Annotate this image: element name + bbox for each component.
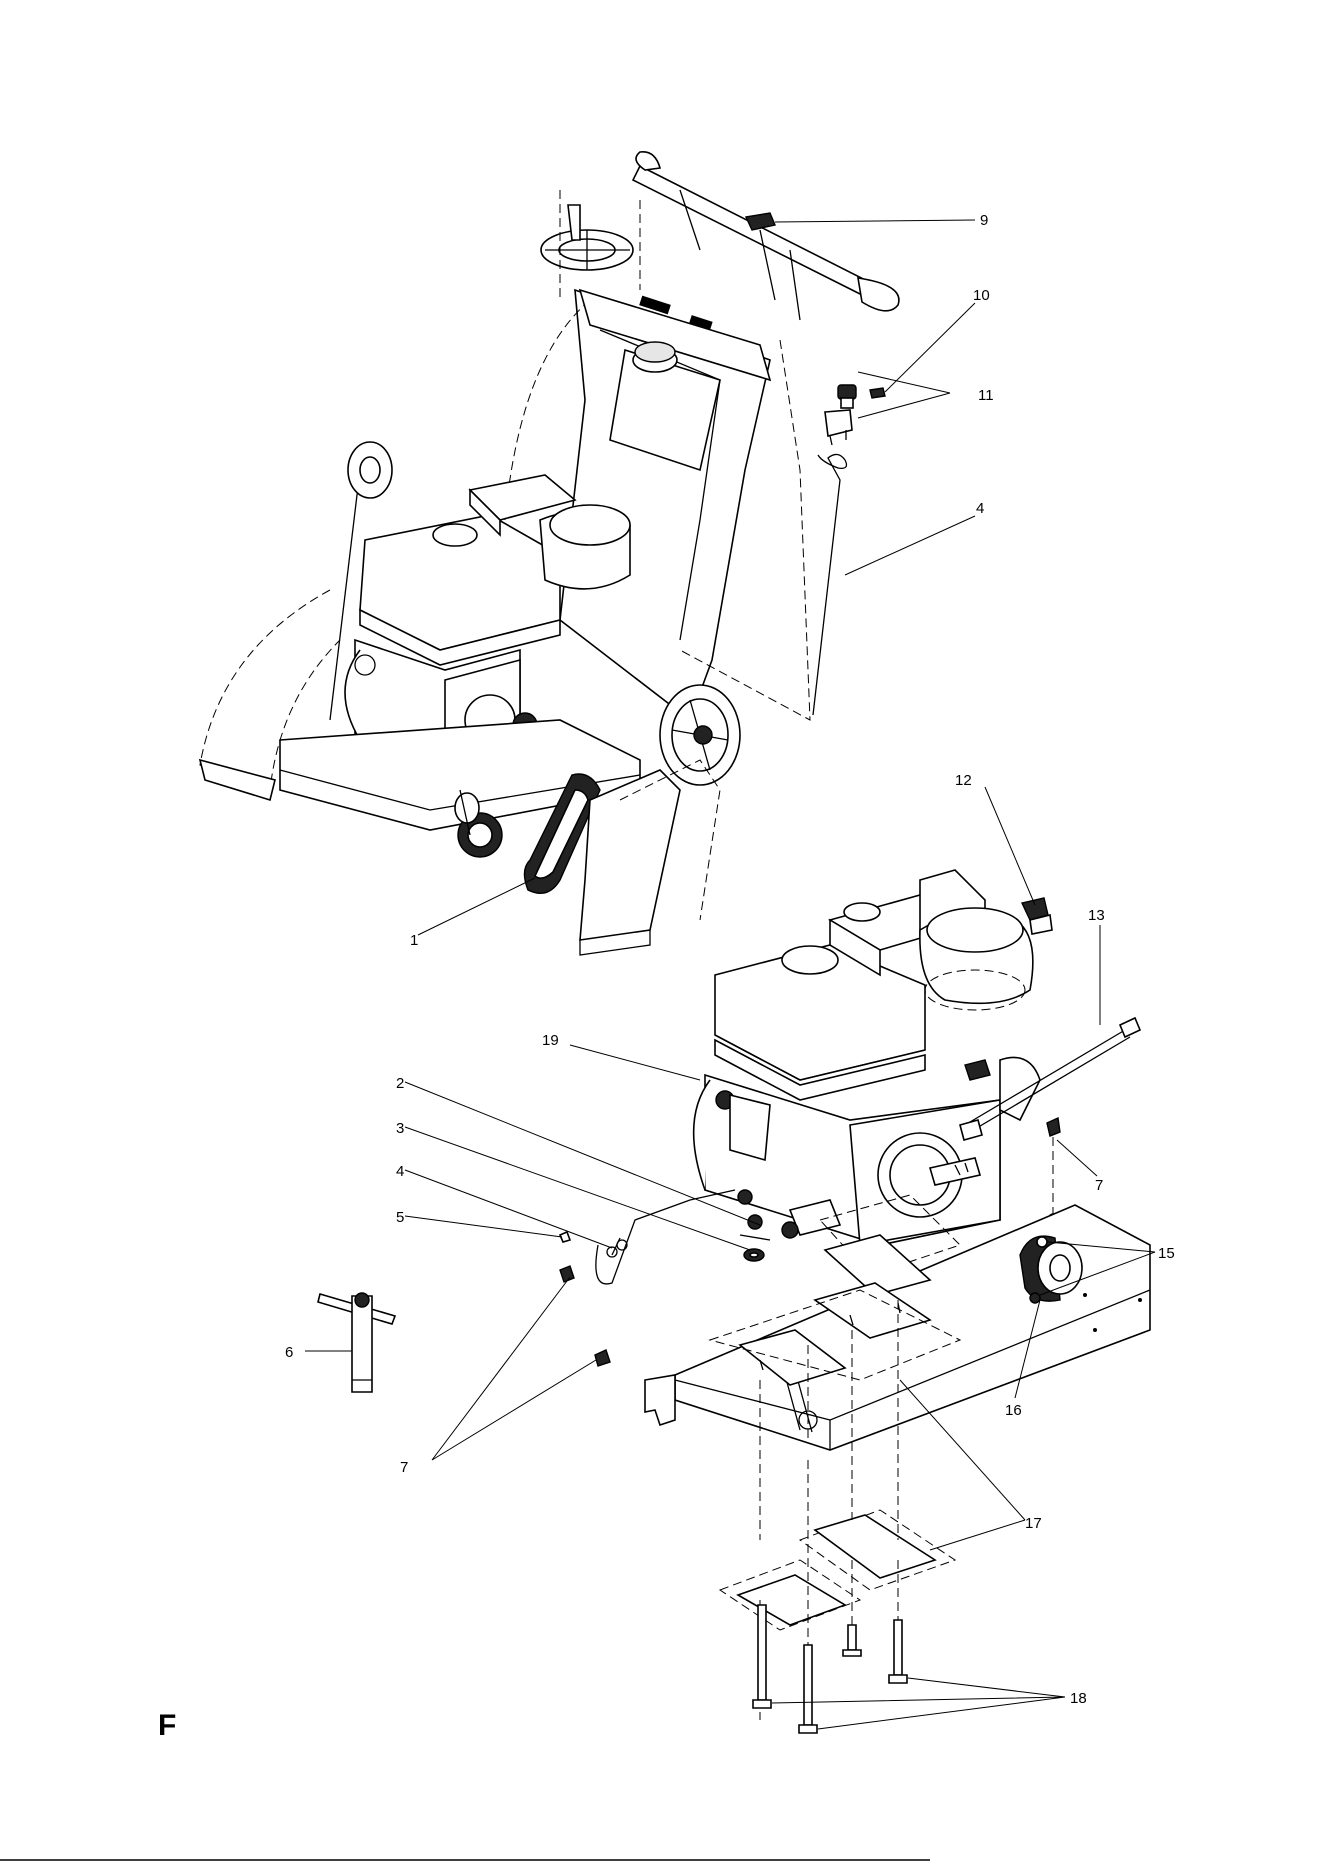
rear-wheel xyxy=(660,685,740,785)
decal-9 xyxy=(746,213,775,230)
wiring-harness xyxy=(560,1190,770,1284)
callout-9: 9 xyxy=(980,212,988,229)
callout-13: 13 xyxy=(1088,907,1105,924)
callout-7-left: 7 xyxy=(400,1459,408,1476)
callout-11: 11 xyxy=(978,387,994,404)
callout-4-lower: 4 xyxy=(396,1163,404,1180)
t-wrench xyxy=(318,1293,395,1392)
callout-4-upper: 4 xyxy=(976,500,984,517)
throttle-cable-upper xyxy=(813,454,846,715)
callout-5: 5 xyxy=(396,1209,404,1226)
bolts-18 xyxy=(753,1605,907,1733)
switch-knob-11 xyxy=(825,385,856,445)
handlebar xyxy=(633,152,899,320)
callout-16: 16 xyxy=(1005,1402,1022,1419)
callout-3: 3 xyxy=(396,1120,404,1137)
callout-2: 2 xyxy=(396,1075,404,1092)
callout-7-right: 7 xyxy=(1095,1177,1103,1194)
saw-assembly-illustration xyxy=(200,152,899,955)
callout-10: 10 xyxy=(973,287,990,304)
callout-18: 18 xyxy=(1070,1690,1087,1707)
callout-17: 17 xyxy=(1025,1515,1042,1532)
saw-frame xyxy=(505,190,810,720)
section-letter: F xyxy=(158,1709,176,1742)
callout-19: 19 xyxy=(542,1032,559,1049)
fastener-7-a xyxy=(560,1266,574,1282)
callout-12: 12 xyxy=(955,772,972,789)
callout-6: 6 xyxy=(285,1344,293,1361)
fastener-7-c xyxy=(1047,1118,1060,1222)
fastener-7-b xyxy=(595,1350,610,1366)
hand-wheel xyxy=(541,205,633,270)
callout-1: 1 xyxy=(410,932,418,949)
decal-10 xyxy=(870,388,885,398)
engine-exploded-illustration xyxy=(694,870,1052,1245)
callout-15: 15 xyxy=(1158,1245,1175,1262)
